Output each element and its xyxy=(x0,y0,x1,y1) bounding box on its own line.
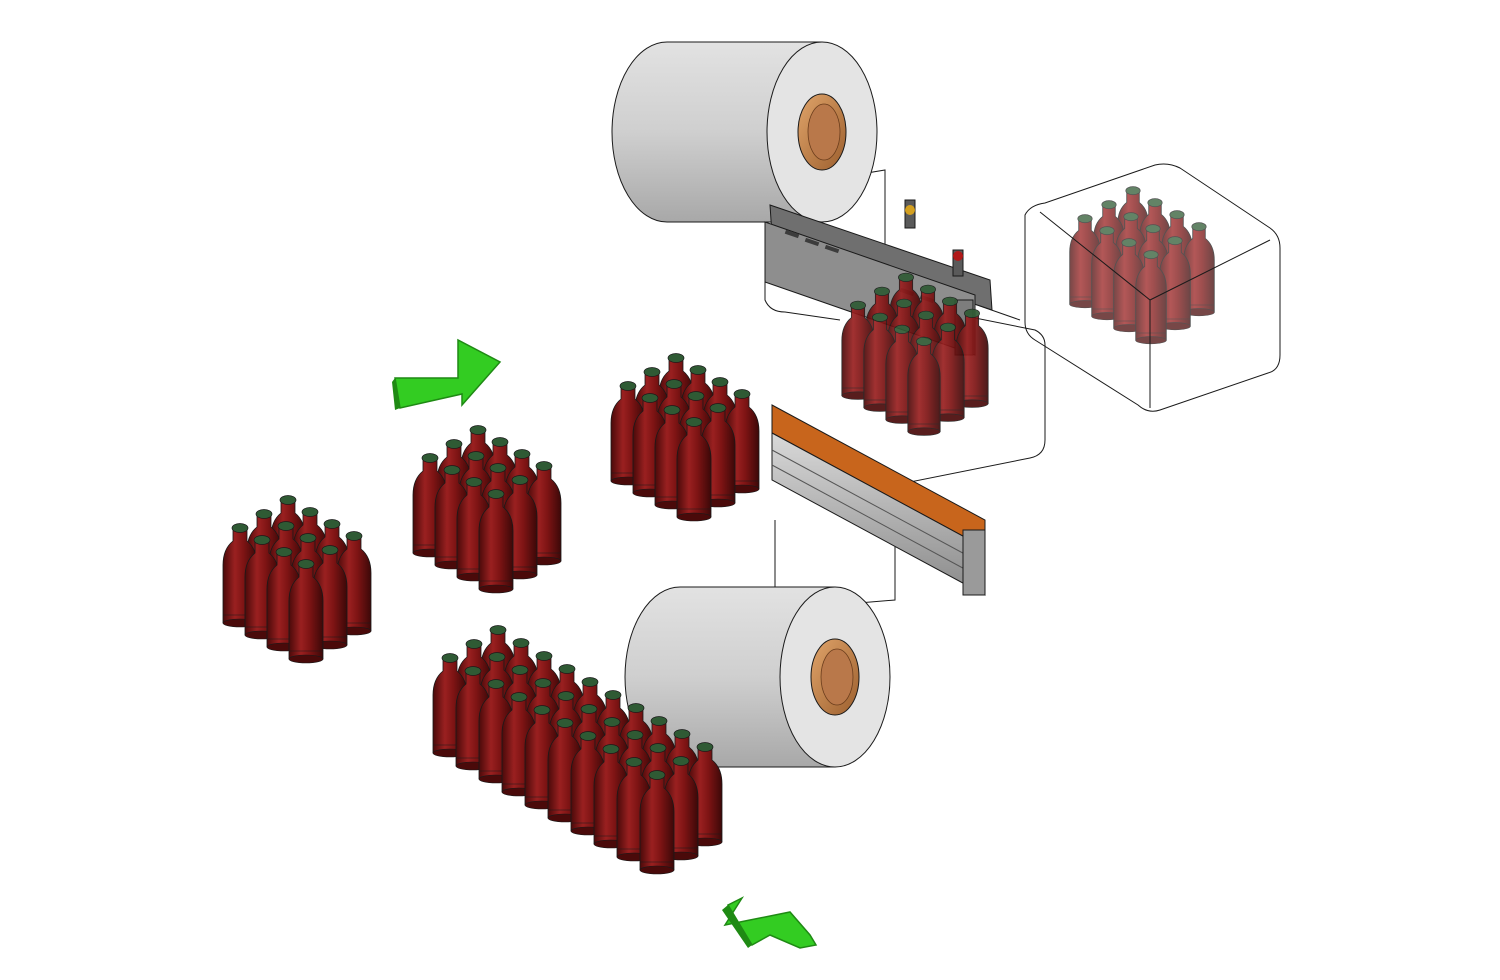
bottle xyxy=(676,417,712,522)
bottle xyxy=(288,559,324,664)
pack-in-film xyxy=(841,272,989,436)
arrow-up-right-icon xyxy=(722,896,818,949)
film-roll-top xyxy=(611,41,878,223)
bottle xyxy=(907,336,941,436)
sealer-sensor-right xyxy=(952,249,964,277)
long-pack-bottom xyxy=(432,625,723,875)
bottle xyxy=(639,770,675,875)
wrapped-pack-output xyxy=(1069,186,1215,345)
pack-entering-sealer xyxy=(610,353,760,522)
arrow-right-icon xyxy=(392,338,502,410)
seal-rail-conveyor xyxy=(771,404,986,596)
loose-pack-middle xyxy=(412,425,562,594)
bottle xyxy=(1183,222,1215,317)
shrink-film-box xyxy=(1024,163,1281,412)
bottle xyxy=(1159,236,1191,331)
bottle xyxy=(478,489,514,594)
film-roll-bottom xyxy=(624,586,891,768)
roll-body xyxy=(611,41,823,223)
rail-end-cap xyxy=(962,529,986,596)
sensor-light-icon xyxy=(905,205,915,215)
sensor-alarm-icon xyxy=(953,251,963,261)
loose-pack-left xyxy=(222,495,372,664)
bottle xyxy=(1135,250,1167,345)
